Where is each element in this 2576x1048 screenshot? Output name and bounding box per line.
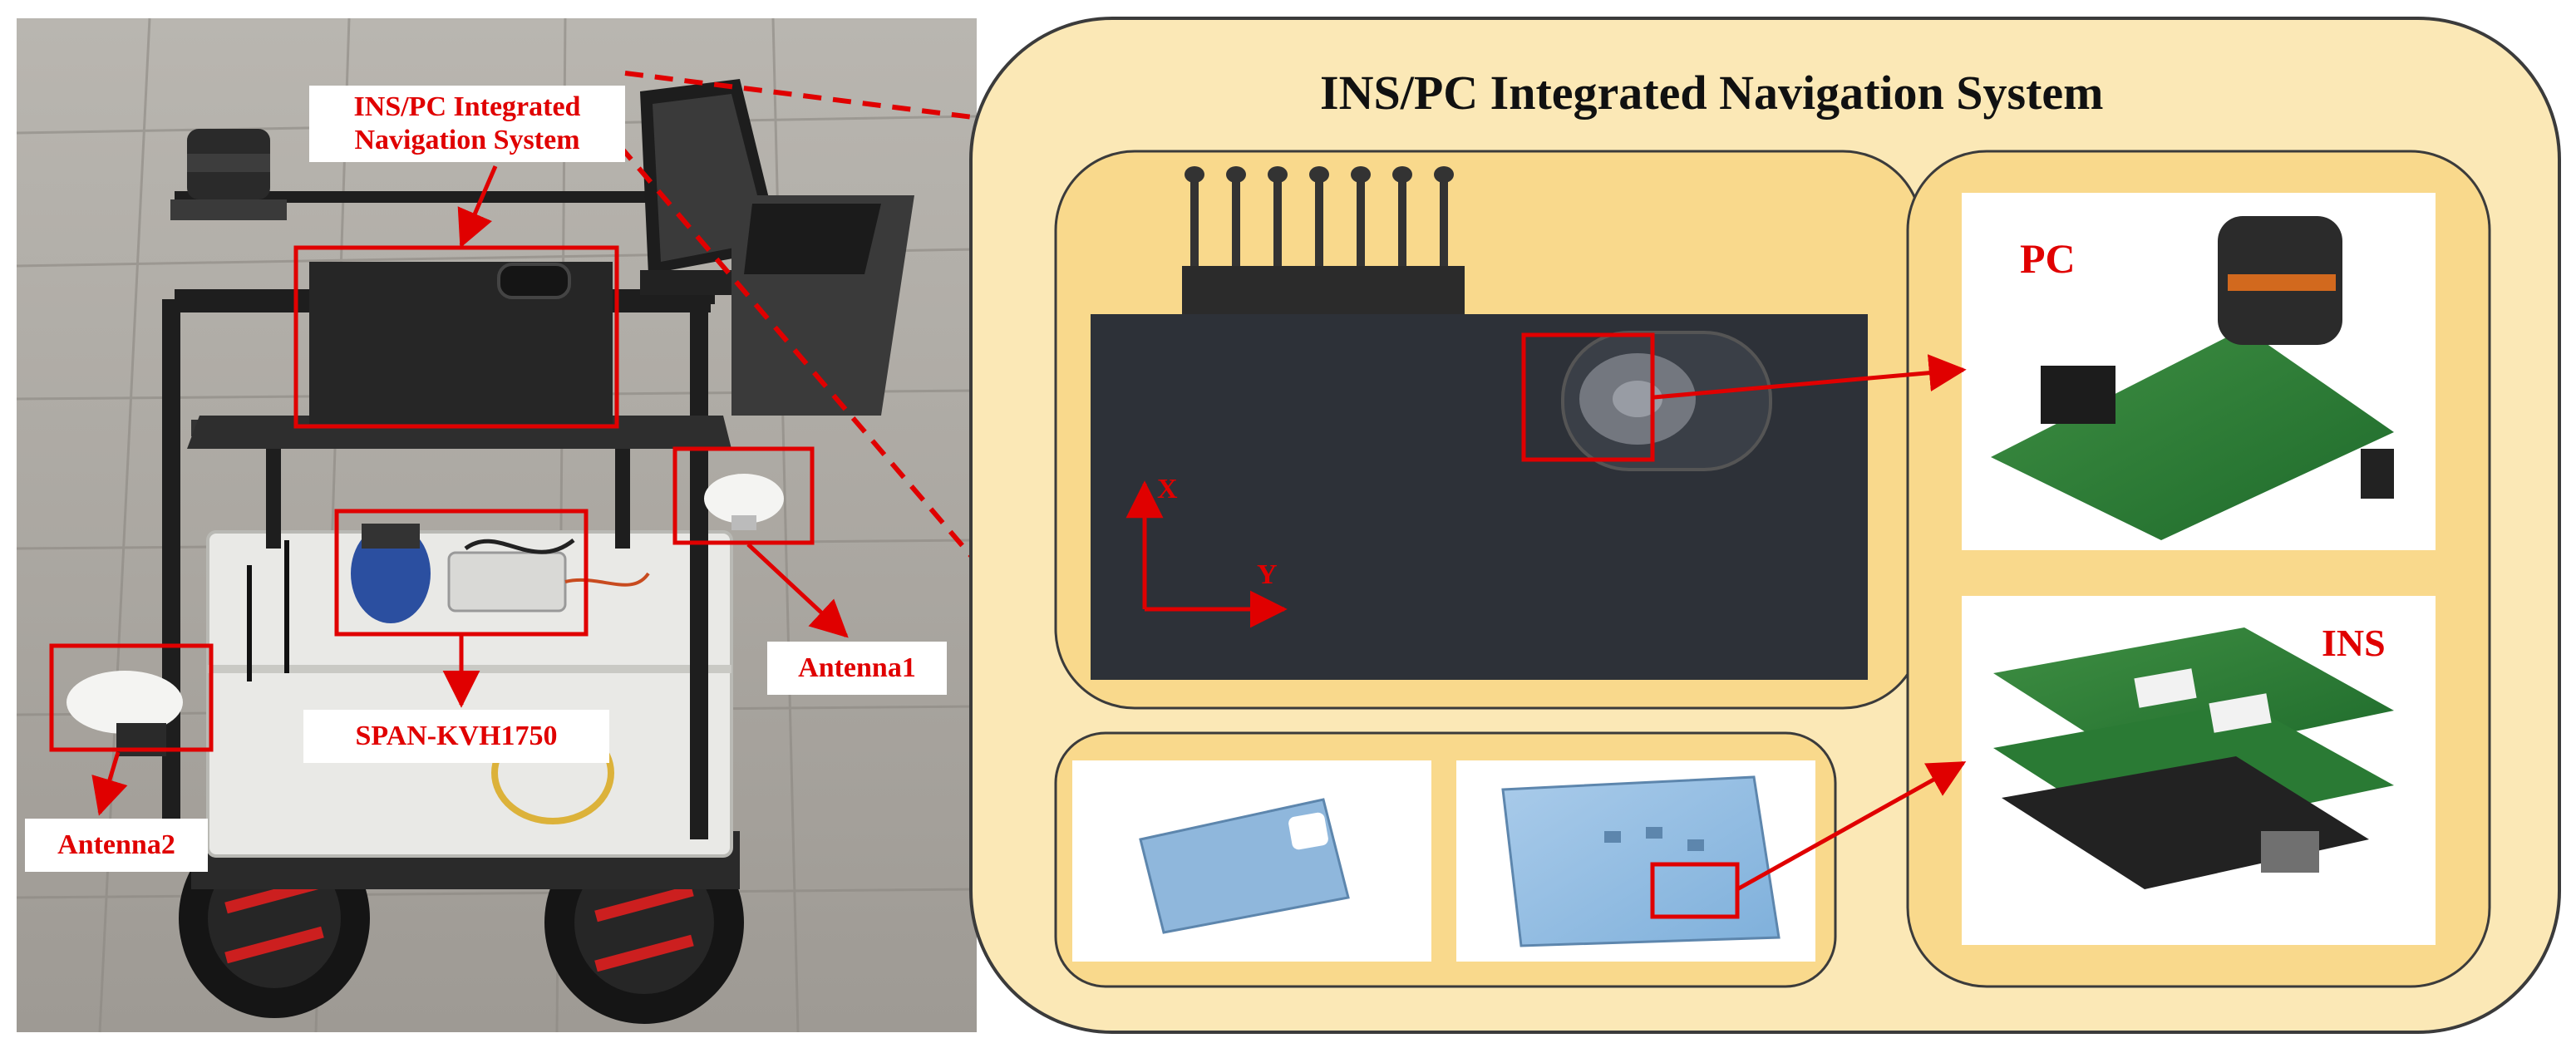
radio-antennas xyxy=(247,540,289,681)
cad-board-model xyxy=(1139,798,1350,934)
antenna1-disc xyxy=(704,474,784,530)
board-axes xyxy=(1125,480,1288,628)
span-kvh1750-unit xyxy=(351,524,650,623)
component-arrows xyxy=(1653,354,1967,892)
pc-label: PC xyxy=(2020,235,2076,282)
ins-board xyxy=(1993,627,2394,889)
antenna1-label: Antenna1 xyxy=(767,642,947,696)
cad-enclosure-model xyxy=(1501,775,1781,947)
lidar-sensor xyxy=(170,129,287,220)
ins-location-highlight xyxy=(1650,862,1740,919)
navigation-box xyxy=(309,262,613,424)
pc-board xyxy=(1991,216,2394,540)
keyboard-tray xyxy=(731,195,914,416)
axis-x-label: X xyxy=(1157,474,1178,504)
axis-y-label: Y xyxy=(1257,559,1278,590)
vehicle-photo xyxy=(16,17,978,1033)
vehicle-system-label: INS/PC Integrated Navigation System xyxy=(309,86,625,163)
page-title: INS/PC Integrated Navigation System xyxy=(1320,66,2104,120)
span-kvh1750-label: SPAN-KVH1750 xyxy=(303,710,609,764)
vehicle-callout-arrows xyxy=(91,165,849,816)
navigation-board xyxy=(1091,166,1868,680)
vehicle-highlights xyxy=(49,245,815,752)
camera-window-highlight xyxy=(1521,332,1655,462)
ins-label: INS xyxy=(2322,622,2386,664)
connector-rods xyxy=(1182,166,1465,316)
antenna2-label: Antenna2 xyxy=(25,819,208,873)
